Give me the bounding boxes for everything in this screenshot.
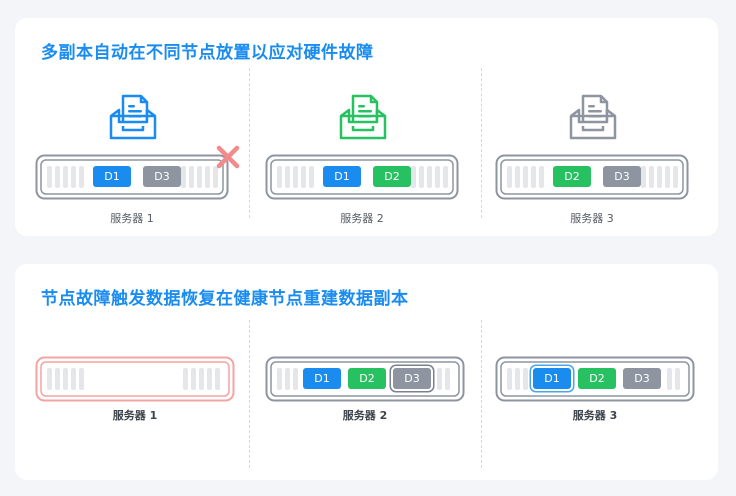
replica-chips: D1 D2 D3 [303,368,431,389]
server-label: 服务器 3 [570,212,614,225]
server-node-1: D1 D3 服务器 1 [35,70,265,230]
rebuilt-replica-chip: D3 [393,368,431,389]
server-node-2: D1 D2 服务器 2 [265,70,495,230]
node-divider [481,320,482,468]
replica-chips: D1 D2 [323,166,411,187]
node-divider [249,320,250,468]
replica-chip: D1 [93,166,131,187]
replica-chip: D2 [553,166,591,187]
server-label: 服务器 2 [342,409,388,422]
failure-x-icon [216,145,240,169]
server-label: 服务器 3 [572,409,618,422]
server-node-2: D1 D2 D3 服务器 2 [265,264,495,424]
replica-chips: D1 D3 [93,166,181,187]
replica-chips: D2 D3 [553,166,641,187]
document-tray-icon [569,94,617,140]
replica-chips: D1 D2 D3 [533,368,661,389]
server-node-1: 服务器 1 [35,264,265,424]
server-label: 服务器 1 [110,212,154,225]
node-divider [481,68,482,218]
panel-title: 多副本自动在不同节点放置以应对硬件故障 [41,43,374,63]
replica-chip: D2 [578,368,616,389]
node-divider [249,68,250,218]
panel-title: 节点故障触发数据恢复在健康节点重建数据副本 [41,289,409,309]
replica-chip: D2 [348,368,386,389]
replica-chip: D2 [373,166,411,187]
server-label: 服务器 2 [340,212,384,225]
server-node-3: D1 D2 D3 服务器 3 [495,264,725,424]
data-recovery-panel: 节点故障触发数据恢复在健康节点重建数据副本 服务器 1 [15,264,718,480]
replica-chip: D3 [143,166,181,187]
replica-chip: D3 [603,166,641,187]
replica-chip: D3 [623,368,661,389]
rebuilt-replica-chip: D1 [533,368,571,389]
server-label: 服务器 1 [112,409,158,422]
document-tray-icon [109,94,157,140]
failed-server-disk-icon [35,356,235,402]
document-tray-icon [339,94,387,140]
replica-chip: D1 [323,166,361,187]
replica-chip: D1 [303,368,341,389]
server-node-3: D2 D3 服务器 3 [495,70,725,230]
replica-placement-panel: 多副本自动在不同节点放置以应对硬件故障 [15,18,718,236]
